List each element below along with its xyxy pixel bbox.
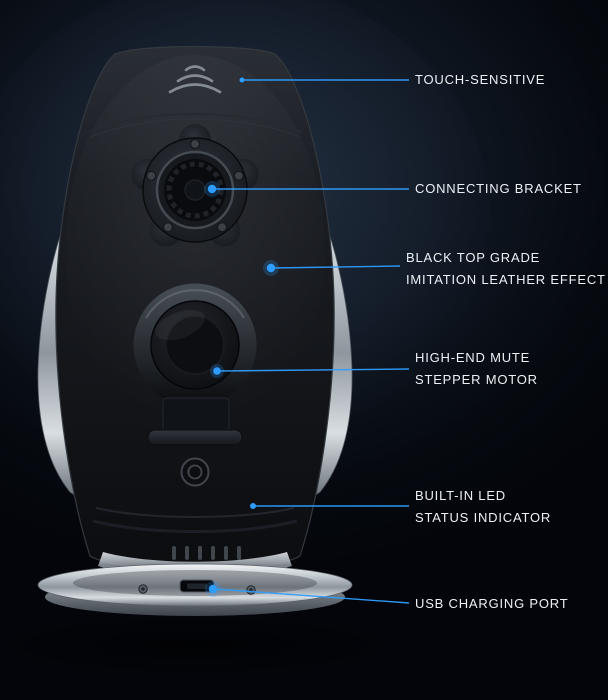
bracket-gear-teeth <box>166 161 224 219</box>
callout-label-line: CONNECTING BRACKET <box>415 181 582 196</box>
callout-dot-connecting-bracket <box>207 184 217 194</box>
callout-line-leather-effect <box>271 265 401 269</box>
callout-lines <box>204 77 410 604</box>
stepper-motor-ring <box>133 283 257 407</box>
callout-label-line: TOUCH-SENSITIVE <box>415 72 546 87</box>
callout-label-touch-sensitive: TOUCH-SENSITIVE <box>415 72 545 88</box>
connecting-bracket <box>131 124 259 247</box>
callout-label-usb-port: USB CHARGING PORT <box>415 596 569 612</box>
top-seam <box>87 113 303 133</box>
callout-label-line: STATUS INDICATOR <box>415 510 552 525</box>
callout-label-line: HIGH-END MUTE <box>415 350 531 365</box>
lower-seam-2 <box>92 519 298 533</box>
kickstand <box>147 397 243 446</box>
disc-gloss <box>155 309 205 341</box>
callout-dot-led-indicator <box>250 503 256 509</box>
top-seam-stitch <box>89 118 301 138</box>
callout-label-line: BUILT-IN LED <box>415 488 506 503</box>
callout-label-connecting-bracket: CONNECTING BRACKET <box>415 181 582 197</box>
callout-label-led-indicator: BUILT-IN LED STATUS INDICATOR <box>415 485 551 529</box>
callout-dot-stepper-motor <box>213 367 221 375</box>
callout-dot-touch-sensitive <box>239 77 245 83</box>
callout-label-line: BLACK TOP GRADE <box>406 250 541 265</box>
callout-label-line: IMITATION LEATHER EFFECT <box>406 272 606 287</box>
touch-wave-icon <box>168 65 222 94</box>
callout-label-line: USB CHARGING PORT <box>415 596 569 611</box>
body-sheen <box>65 55 325 445</box>
callout-label-stepper-motor: HIGH-END MUTE STEPPER MOTOR <box>415 347 538 391</box>
callout-label-line: STEPPER MOTOR <box>415 372 538 387</box>
ground-shadow <box>0 615 395 675</box>
led-indicator-strip <box>172 546 241 560</box>
callout-line-stepper-motor <box>217 368 410 372</box>
brand-logo-icon <box>180 457 210 487</box>
ring-highlight <box>145 289 245 319</box>
callout-dot-usb-port <box>208 584 218 594</box>
bracket-screws <box>146 138 244 233</box>
lower-seam-1 <box>95 507 295 518</box>
callout-dot-leather-effect <box>266 263 276 273</box>
callout-label-leather-effect: BLACK TOP GRADE IMITATION LEATHER EFFECT <box>406 247 606 291</box>
base-plate <box>37 563 353 616</box>
callout-line-usb-port <box>214 588 410 604</box>
